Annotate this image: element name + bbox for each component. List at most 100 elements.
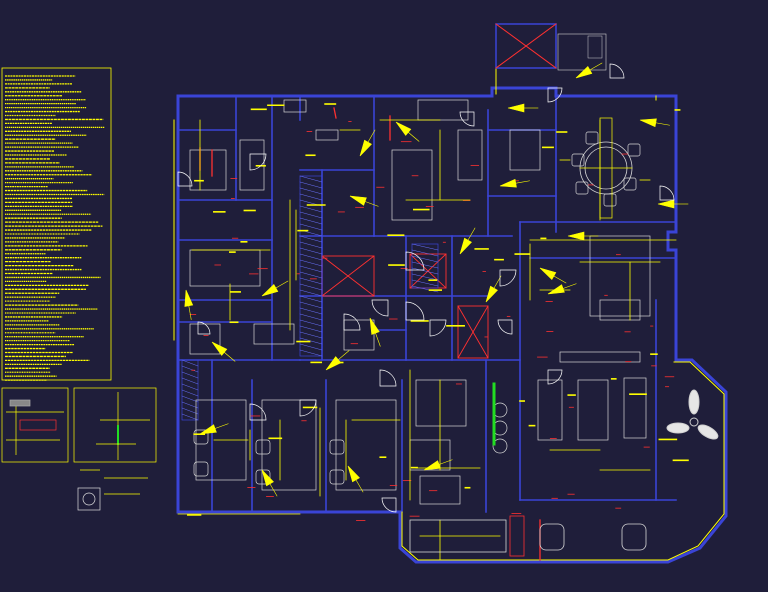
leader-line <box>375 332 381 347</box>
furniture-piece <box>315 129 339 141</box>
duct-hatch <box>411 255 439 263</box>
duct-hatch <box>299 247 323 255</box>
door-swing <box>459 111 475 127</box>
door-swing <box>249 403 267 421</box>
furniture-piece <box>283 99 307 113</box>
duct-hatch <box>299 181 323 189</box>
door-swing <box>499 269 517 287</box>
duct-hatch <box>181 371 199 379</box>
duct-hatch <box>299 283 323 291</box>
duct-hatch <box>299 217 323 225</box>
wall-trim <box>173 59 725 561</box>
armchair <box>329 469 345 485</box>
furniture-piece <box>189 249 261 287</box>
leader-arrow <box>575 66 593 79</box>
detail-drawing-3 <box>77 469 148 511</box>
duct-hatch <box>299 205 323 213</box>
door-swing <box>249 153 267 171</box>
leader-line <box>467 227 476 241</box>
duct-hatch <box>299 187 323 195</box>
leader-line <box>214 423 229 429</box>
leader-line <box>355 479 364 493</box>
leader-line <box>275 280 289 289</box>
duct-hatch <box>411 249 439 257</box>
leader-line <box>269 483 278 497</box>
leader-line <box>367 129 376 143</box>
leader-arrow <box>261 284 279 297</box>
leader-arrow <box>423 460 441 471</box>
leader-line <box>562 283 577 289</box>
duct-hatch <box>299 337 323 345</box>
duct-hatch <box>299 259 323 267</box>
door-swing <box>497 319 513 335</box>
dining-chair <box>627 143 641 157</box>
furniture-piece <box>335 399 397 491</box>
doors <box>177 63 675 513</box>
duct-hatch <box>411 261 439 269</box>
leader-line <box>553 275 567 284</box>
furniture-piece <box>589 235 651 317</box>
dining-chair <box>623 177 637 191</box>
duct-hatch <box>411 273 439 281</box>
furniture-piece <box>189 149 227 191</box>
door-swing <box>197 321 211 335</box>
furniture-piece <box>417 99 469 121</box>
armchair <box>193 461 209 477</box>
legend-panel <box>1 67 112 381</box>
duct-hatch <box>299 325 323 333</box>
leader-arrow <box>261 469 274 487</box>
leader-arrow <box>369 317 380 335</box>
furniture-piece <box>623 377 647 439</box>
leader-line <box>438 459 453 465</box>
bay-window <box>409 515 647 557</box>
furniture-piece <box>343 319 375 351</box>
round-table <box>579 117 633 219</box>
furniture-piece <box>559 351 641 363</box>
duct-hatch <box>181 359 199 367</box>
duct-hatch <box>181 389 199 397</box>
duct-hatch <box>299 175 323 183</box>
duct-hatch <box>411 285 439 293</box>
door-swing <box>609 63 625 79</box>
duct-hatch <box>181 413 199 421</box>
furniture-piece <box>391 149 433 221</box>
furniture-piece <box>253 323 295 345</box>
door-swing <box>429 319 447 337</box>
door-swing <box>177 171 193 187</box>
leader-line <box>223 351 236 362</box>
door-swing <box>343 313 361 331</box>
door-swing <box>547 87 563 103</box>
leader-line <box>407 131 420 142</box>
dining-chair <box>585 131 599 145</box>
furniture-piece <box>409 439 451 471</box>
duct-hatch <box>181 401 199 409</box>
dining-chair <box>575 181 589 195</box>
duct-hatch <box>299 295 323 303</box>
shaft <box>457 305 489 359</box>
duct-hatch <box>299 301 323 309</box>
armchair <box>193 429 209 445</box>
leader-arrow <box>184 289 194 307</box>
leader-arrow <box>459 237 472 255</box>
furniture-piece <box>577 379 609 441</box>
door-swing <box>381 497 397 513</box>
duct-hatch <box>181 383 199 391</box>
door-swing <box>371 299 389 317</box>
furniture-piece <box>415 379 467 427</box>
furniture-piece <box>537 379 563 441</box>
leader-line <box>655 122 670 126</box>
duct-hatch <box>299 343 323 351</box>
armchair <box>329 439 345 455</box>
ceiling-fan <box>666 389 719 440</box>
duct-hatch <box>299 265 323 273</box>
duct-hatch <box>299 235 323 243</box>
leader-line <box>188 305 192 320</box>
armchair <box>255 439 271 455</box>
round-seat <box>492 438 508 454</box>
leader-arrow <box>657 199 675 209</box>
duct-hatch <box>299 271 323 279</box>
red-mark <box>333 107 337 119</box>
shaft-cross <box>409 253 447 289</box>
